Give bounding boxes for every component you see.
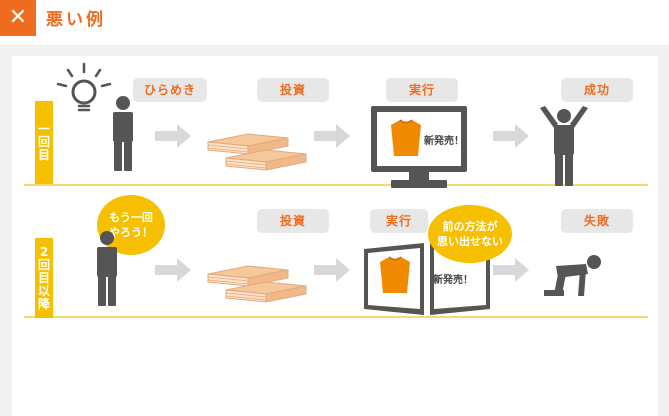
step-investment: 投資 <box>257 209 329 233</box>
money-stack-icon <box>207 265 307 303</box>
step-success: 成功 <box>561 78 633 102</box>
monitor-text: 新発売！ <box>424 136 464 147</box>
step-execution: 実行 <box>386 78 458 102</box>
lightbulb-icon <box>56 62 112 112</box>
row-2-label: 2 回 目 以 降 <box>35 238 53 318</box>
arrow-right-icon <box>314 258 350 282</box>
person-icon <box>113 96 133 171</box>
speech-bubble: もう一回 やろう！ <box>97 195 165 255</box>
celebrating-person-icon <box>540 106 588 186</box>
close-icon: ✕ <box>0 0 36 36</box>
step-execution: 実行 <box>370 209 428 233</box>
thought-bubble: 前の方法が 思い出せない <box>428 205 512 263</box>
shirt-icon <box>380 256 410 293</box>
arrow-right-icon <box>493 258 529 282</box>
money-stack-icon <box>207 133 307 171</box>
step-idea: ひらめき <box>133 78 207 102</box>
arrow-right-icon <box>493 124 529 148</box>
arrow-right-icon <box>155 258 191 282</box>
shirt-icon <box>391 119 421 156</box>
row-2-divider <box>24 316 648 318</box>
row-1-divider <box>24 184 648 186</box>
fallen-person-icon <box>544 255 601 296</box>
header: ✕ 悪い例 <box>0 0 669 36</box>
row-1-label: 一 回 目 <box>35 101 53 184</box>
board-text: 新発売！ <box>433 275 473 286</box>
arrow-right-icon <box>314 124 350 148</box>
person-icon <box>97 231 117 306</box>
page-title: 悪い例 <box>46 10 106 30</box>
step-failure: 失敗 <box>561 209 633 233</box>
arrow-right-icon <box>155 124 191 148</box>
step-investment: 投資 <box>257 78 329 102</box>
